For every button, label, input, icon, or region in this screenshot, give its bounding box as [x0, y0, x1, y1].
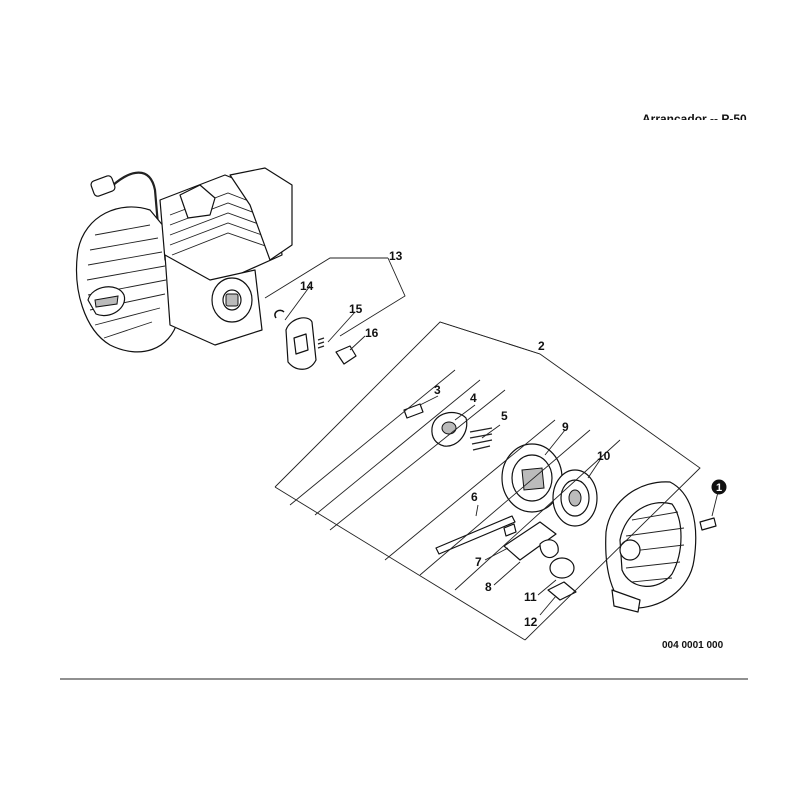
- callout-4: 4: [470, 391, 477, 405]
- starter-hub-parts: [403, 403, 493, 451]
- diagram-code: 004 0001 000: [662, 640, 724, 651]
- leader-lines: [264, 257, 719, 641]
- callout-11: 11: [524, 590, 537, 604]
- pawl-group: [274, 309, 357, 370]
- callout-labels: 13 14 15 16 2 3 4 5 9 10 6 7 8 11 12 1: [300, 249, 727, 629]
- callout-5: 5: [501, 409, 508, 423]
- page-title: Arrancador -- P-50: [642, 112, 747, 120]
- callout-16: 16: [365, 326, 379, 340]
- callout-13: 13: [389, 249, 403, 263]
- starter-housing: [605, 481, 717, 613]
- callout-8: 8: [485, 580, 492, 594]
- callout-3: 3: [434, 383, 441, 397]
- callout-1: 1: [716, 482, 722, 494]
- callout-14: 14: [300, 279, 314, 293]
- callout-12: 12: [524, 615, 538, 629]
- callout-9: 9: [562, 420, 569, 434]
- engine-assembly: [75, 167, 293, 353]
- callout-10: 10: [597, 449, 611, 463]
- rewind-spring: [552, 469, 598, 527]
- callout-6: 6: [471, 490, 478, 504]
- callout-2: 2: [538, 339, 545, 353]
- callout-15: 15: [349, 302, 363, 316]
- callout-1-marker: [711, 479, 727, 495]
- callout-7: 7: [475, 555, 482, 569]
